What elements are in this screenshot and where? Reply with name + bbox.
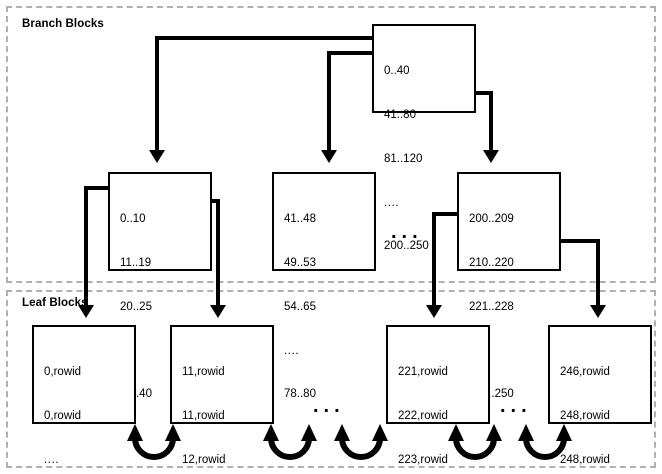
branch1-to-leaf2-arrowhead (210, 305, 226, 318)
block-line: 200..250 (384, 240, 429, 253)
leaf-link-arrow-2 (263, 424, 317, 460)
block-line-ellipsis: .... (44, 453, 60, 466)
leaf-blocks-label: Leaf Blocks (22, 297, 88, 309)
block-line-ellipsis: .... (284, 344, 300, 357)
block-line: 248,rowid (560, 453, 610, 466)
branch3-to-leaf3-arrowhead (426, 305, 442, 318)
branch3-to-leaf4-vertical (596, 239, 600, 305)
block-line: 210..220 (469, 256, 514, 269)
leaf-block-1[interactable]: 0,rowid 0,rowid .... 10,rowid (32, 325, 136, 466)
block-line: 0..40 (384, 65, 410, 78)
root-to-branch3-vertical (489, 91, 493, 150)
leaf-block-2-lines: 11,rowid 11,rowid 12,rowid .... 19,rowid (182, 336, 225, 474)
branch1-to-leaf1-horizontal (84, 186, 112, 190)
leaf-link-arrow-5 (518, 424, 572, 460)
block-line: 20..25 (120, 300, 152, 313)
block-line: 11,rowid (182, 366, 225, 379)
root-branch-block[interactable]: 0..40 41..80 81..120 .... 200..250 (372, 24, 476, 252)
root-to-branch2-vertical (327, 51, 331, 150)
branch-blocks-region (6, 6, 656, 283)
block-line: 49..53 (284, 256, 316, 269)
leaf-block-3[interactable]: 221,rowid 222,rowid 223,rowid .... 228,r… (386, 325, 490, 466)
root-to-branch3-horizontal (474, 91, 493, 95)
leaf-link-arrow-3 (334, 424, 388, 460)
leaf-block-3-lines: 221,rowid 222,rowid 223,rowid .... 228,r… (398, 336, 448, 474)
branch3-to-leaf3-horizontal (432, 212, 461, 216)
leaf-link-arrow-4 (448, 424, 502, 460)
block-line: 81..120 (384, 152, 423, 165)
block-line: 200..209 (469, 213, 514, 226)
block-line: 0,rowid (44, 409, 82, 422)
block-line: 41..48 (284, 213, 316, 226)
block-line: 11,rowid (182, 409, 225, 422)
root-to-branch1-arrowhead (149, 150, 165, 163)
root-branch-block-lines: 0..40 41..80 81..120 .... 200..250 (384, 35, 429, 283)
leaf-ellipsis-2: ... (500, 395, 532, 417)
block-line-ellipsis: .... (384, 196, 400, 209)
leaf-block-4-lines: 246,rowid 248,rowid 248,rowid .... 250,r… (560, 336, 610, 474)
block-line: 0..10 (120, 213, 146, 226)
leaf-blocks-region (6, 290, 656, 468)
branch1-to-leaf2-horizontal (208, 199, 220, 203)
root-to-branch1-horizontal (155, 36, 373, 40)
block-line: 223,rowid (398, 453, 448, 466)
block-line: 0,rowid (44, 366, 82, 379)
leaf-link-arrow-1 (127, 424, 181, 460)
block-line: 41..80 (384, 108, 416, 121)
leaf-block-1-lines: 0,rowid 0,rowid .... 10,rowid (44, 336, 87, 474)
branch1-to-leaf2-vertical (216, 199, 220, 305)
branch-blocks-label: Branch Blocks (22, 18, 104, 30)
branch-block-3[interactable]: 200..209 210..220 221..228 .... 246..250 (457, 172, 561, 400)
root-to-branch1-vertical (155, 36, 159, 150)
block-line: 222,rowid (398, 409, 448, 422)
leaf-ellipsis-1: ... (313, 395, 345, 417)
root-to-branch2-horizontal (327, 51, 373, 55)
branch-block-2[interactable]: 41..48 49..53 54..65 .... 78..80 (272, 172, 376, 400)
root-to-branch2-arrowhead (321, 150, 337, 163)
leaf-block-4[interactable]: 246,rowid 248,rowid 248,rowid .... 250,r… (548, 325, 652, 466)
block-line: 221,rowid (398, 366, 448, 379)
branch-block-1[interactable]: 0..10 11..19 20..25 .... 32..40 (108, 172, 212, 400)
block-line: 78..80 (284, 388, 316, 401)
branch1-to-leaf1-arrowhead (78, 305, 94, 318)
branch-ellipsis: ... (391, 221, 423, 243)
root-to-branch3-arrowhead (483, 150, 499, 163)
block-line: 11..19 (120, 256, 152, 269)
branch-block-2-lines: 41..48 49..53 54..65 .... 78..80 (284, 183, 316, 431)
block-line: 221..228 (469, 300, 514, 313)
block-line: 248,rowid (560, 409, 610, 422)
branch3-to-leaf4-horizontal (553, 239, 600, 243)
block-line: 246,rowid (560, 366, 610, 379)
block-line: 54..65 (284, 300, 316, 313)
block-line: 12,rowid (182, 453, 226, 466)
leaf-block-2[interactable]: 11,rowid 11,rowid 12,rowid .... 19,rowid (170, 325, 274, 466)
branch3-to-leaf3-vertical (432, 212, 436, 305)
branch3-to-leaf4-arrowhead (590, 305, 606, 318)
branch1-to-leaf1-vertical (84, 186, 88, 305)
